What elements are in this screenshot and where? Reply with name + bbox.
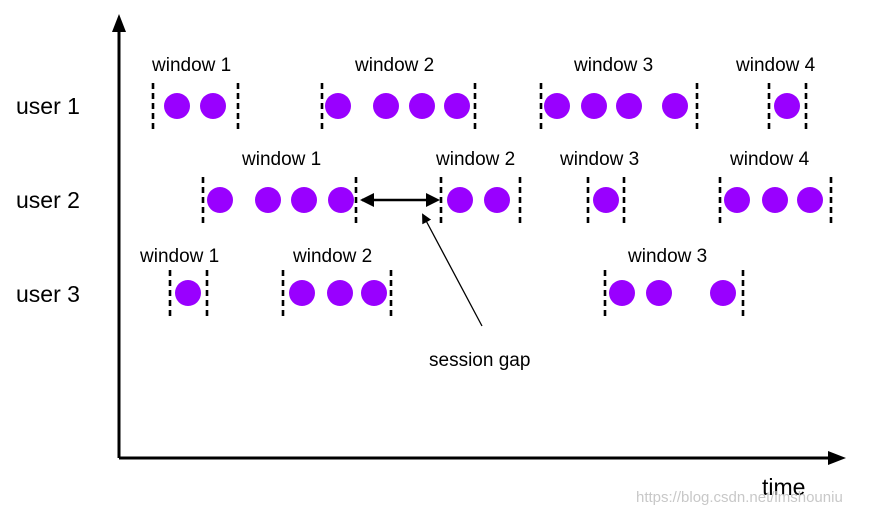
event-dot <box>762 187 788 213</box>
event-dot <box>291 187 317 213</box>
user-3-window-2-label: window 2 <box>292 246 372 267</box>
event-dot <box>175 280 201 306</box>
user-2-label: user 2 <box>16 187 80 213</box>
watermark: https://blog.csdn.net/lmshouniu <box>636 489 843 506</box>
user-2-window-4: window 4 <box>718 149 833 224</box>
event-dot <box>255 187 281 213</box>
user-1-window-1-label: window 1 <box>151 55 231 76</box>
user-1-label: user 1 <box>16 93 80 119</box>
event-dot <box>646 280 672 306</box>
user-2-window-1: window 1 <box>201 149 358 224</box>
session-gap-pointer <box>422 213 483 327</box>
event-dot <box>164 93 190 119</box>
event-dot <box>616 93 642 119</box>
user-3-window-3-label: window 3 <box>627 246 707 267</box>
session-gap-indicator: session gap <box>360 193 530 371</box>
event-dot <box>207 187 233 213</box>
event-dot <box>328 187 354 213</box>
event-dot <box>609 280 635 306</box>
event-dot <box>484 187 510 213</box>
user-1-window-2: window 2 <box>320 55 477 130</box>
session-gap-left-arrowhead-icon <box>360 193 374 207</box>
user-1-window-3: window 3 <box>539 55 699 130</box>
user-2-window-1-label: window 1 <box>241 149 321 170</box>
user-1-window-4: window 4 <box>735 55 816 130</box>
user-1-window-3-label: window 3 <box>573 55 653 76</box>
event-dot <box>289 280 315 306</box>
event-dot <box>593 187 619 213</box>
event-dot <box>200 93 226 119</box>
event-dot <box>581 93 607 119</box>
user-3-window-3: window 3 <box>603 246 745 317</box>
x-axis-arrow-icon <box>828 451 846 465</box>
event-dot <box>797 187 823 213</box>
user-3-window-2: window 2 <box>281 246 393 317</box>
user-2-window-2: window 2 <box>435 149 522 224</box>
session-gap-right-arrowhead-icon <box>426 193 440 207</box>
session-gap-label: session gap <box>429 350 530 371</box>
event-dot <box>544 93 570 119</box>
user-1-window-2-label: window 2 <box>354 55 434 76</box>
user-2-window-4-label: window 4 <box>729 149 810 170</box>
x-axis-label: time <box>762 474 805 500</box>
event-dot <box>325 93 351 119</box>
event-dot <box>724 187 750 213</box>
event-dot <box>447 187 473 213</box>
user-1-window-1: window 1 <box>151 55 240 130</box>
event-dot <box>361 280 387 306</box>
event-dot <box>327 280 353 306</box>
user-1-window-4-label: window 4 <box>735 55 816 76</box>
event-dot <box>710 280 736 306</box>
event-dot <box>774 93 800 119</box>
event-dot <box>444 93 470 119</box>
event-dot <box>409 93 435 119</box>
event-dot <box>373 93 399 119</box>
user-3-window-1: window 1 <box>139 246 219 317</box>
windows-layer: window 1 window 2 window 3 window 4 window 1… <box>139 55 833 317</box>
user-2-window-3: window 3 <box>559 149 639 224</box>
user-3-window-1-label: window 1 <box>139 246 219 267</box>
user-2-window-3-label: window 3 <box>559 149 639 170</box>
user-3-label: user 3 <box>16 281 80 307</box>
user-2-window-2-label: window 2 <box>435 149 515 170</box>
event-dot <box>662 93 688 119</box>
y-axis-arrow-icon <box>112 14 126 32</box>
